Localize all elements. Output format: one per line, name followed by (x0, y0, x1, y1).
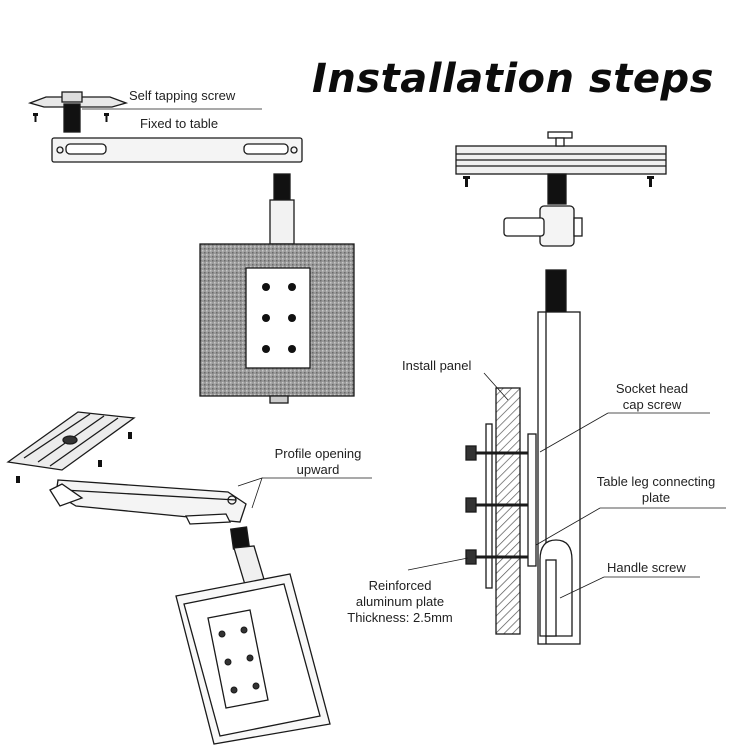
bottom-left-assembly (6, 411, 372, 745)
table-leg-label-line2: plate (641, 490, 671, 505)
install-panel (495, 387, 521, 635)
socket-head-cap-screw (465, 445, 536, 565)
reinforced-label-line2: aluminum plate (355, 594, 445, 609)
install-panel-label: Install panel (402, 358, 472, 373)
table-rail (51, 137, 303, 163)
screw-rod (273, 173, 291, 201)
screw-icon (463, 176, 654, 187)
fixed-to-table-label: Fixed to table (140, 116, 219, 131)
socket-head-label-line2: cap screw (622, 397, 682, 412)
page-title: Installation steps (312, 56, 714, 102)
self-tapping-screw-label: Self tapping screw (129, 88, 236, 103)
profile-opening-label-line2: upward (296, 462, 340, 477)
socket-head-label-line1: Socket head (615, 381, 689, 396)
reinforced-label-line3: Thickness: 2.5mm (347, 610, 453, 625)
screw-icon (16, 432, 132, 483)
handle-screw-label: Handle screw (607, 560, 686, 575)
right-assembly (407, 131, 726, 645)
bolt-pattern (218, 626, 260, 694)
top-left-assembly (27, 91, 355, 404)
connector-tube (269, 199, 295, 245)
table-leg-label-line1: Table leg connecting (596, 474, 716, 489)
bolt-pattern (262, 283, 296, 353)
screw-icon (33, 113, 109, 122)
threaded-post (63, 103, 81, 133)
reinforced-label-line1: Reinforced (368, 578, 432, 593)
connecting-plate (527, 433, 537, 567)
profile-opening-label-line1: Profile opening (274, 446, 362, 461)
